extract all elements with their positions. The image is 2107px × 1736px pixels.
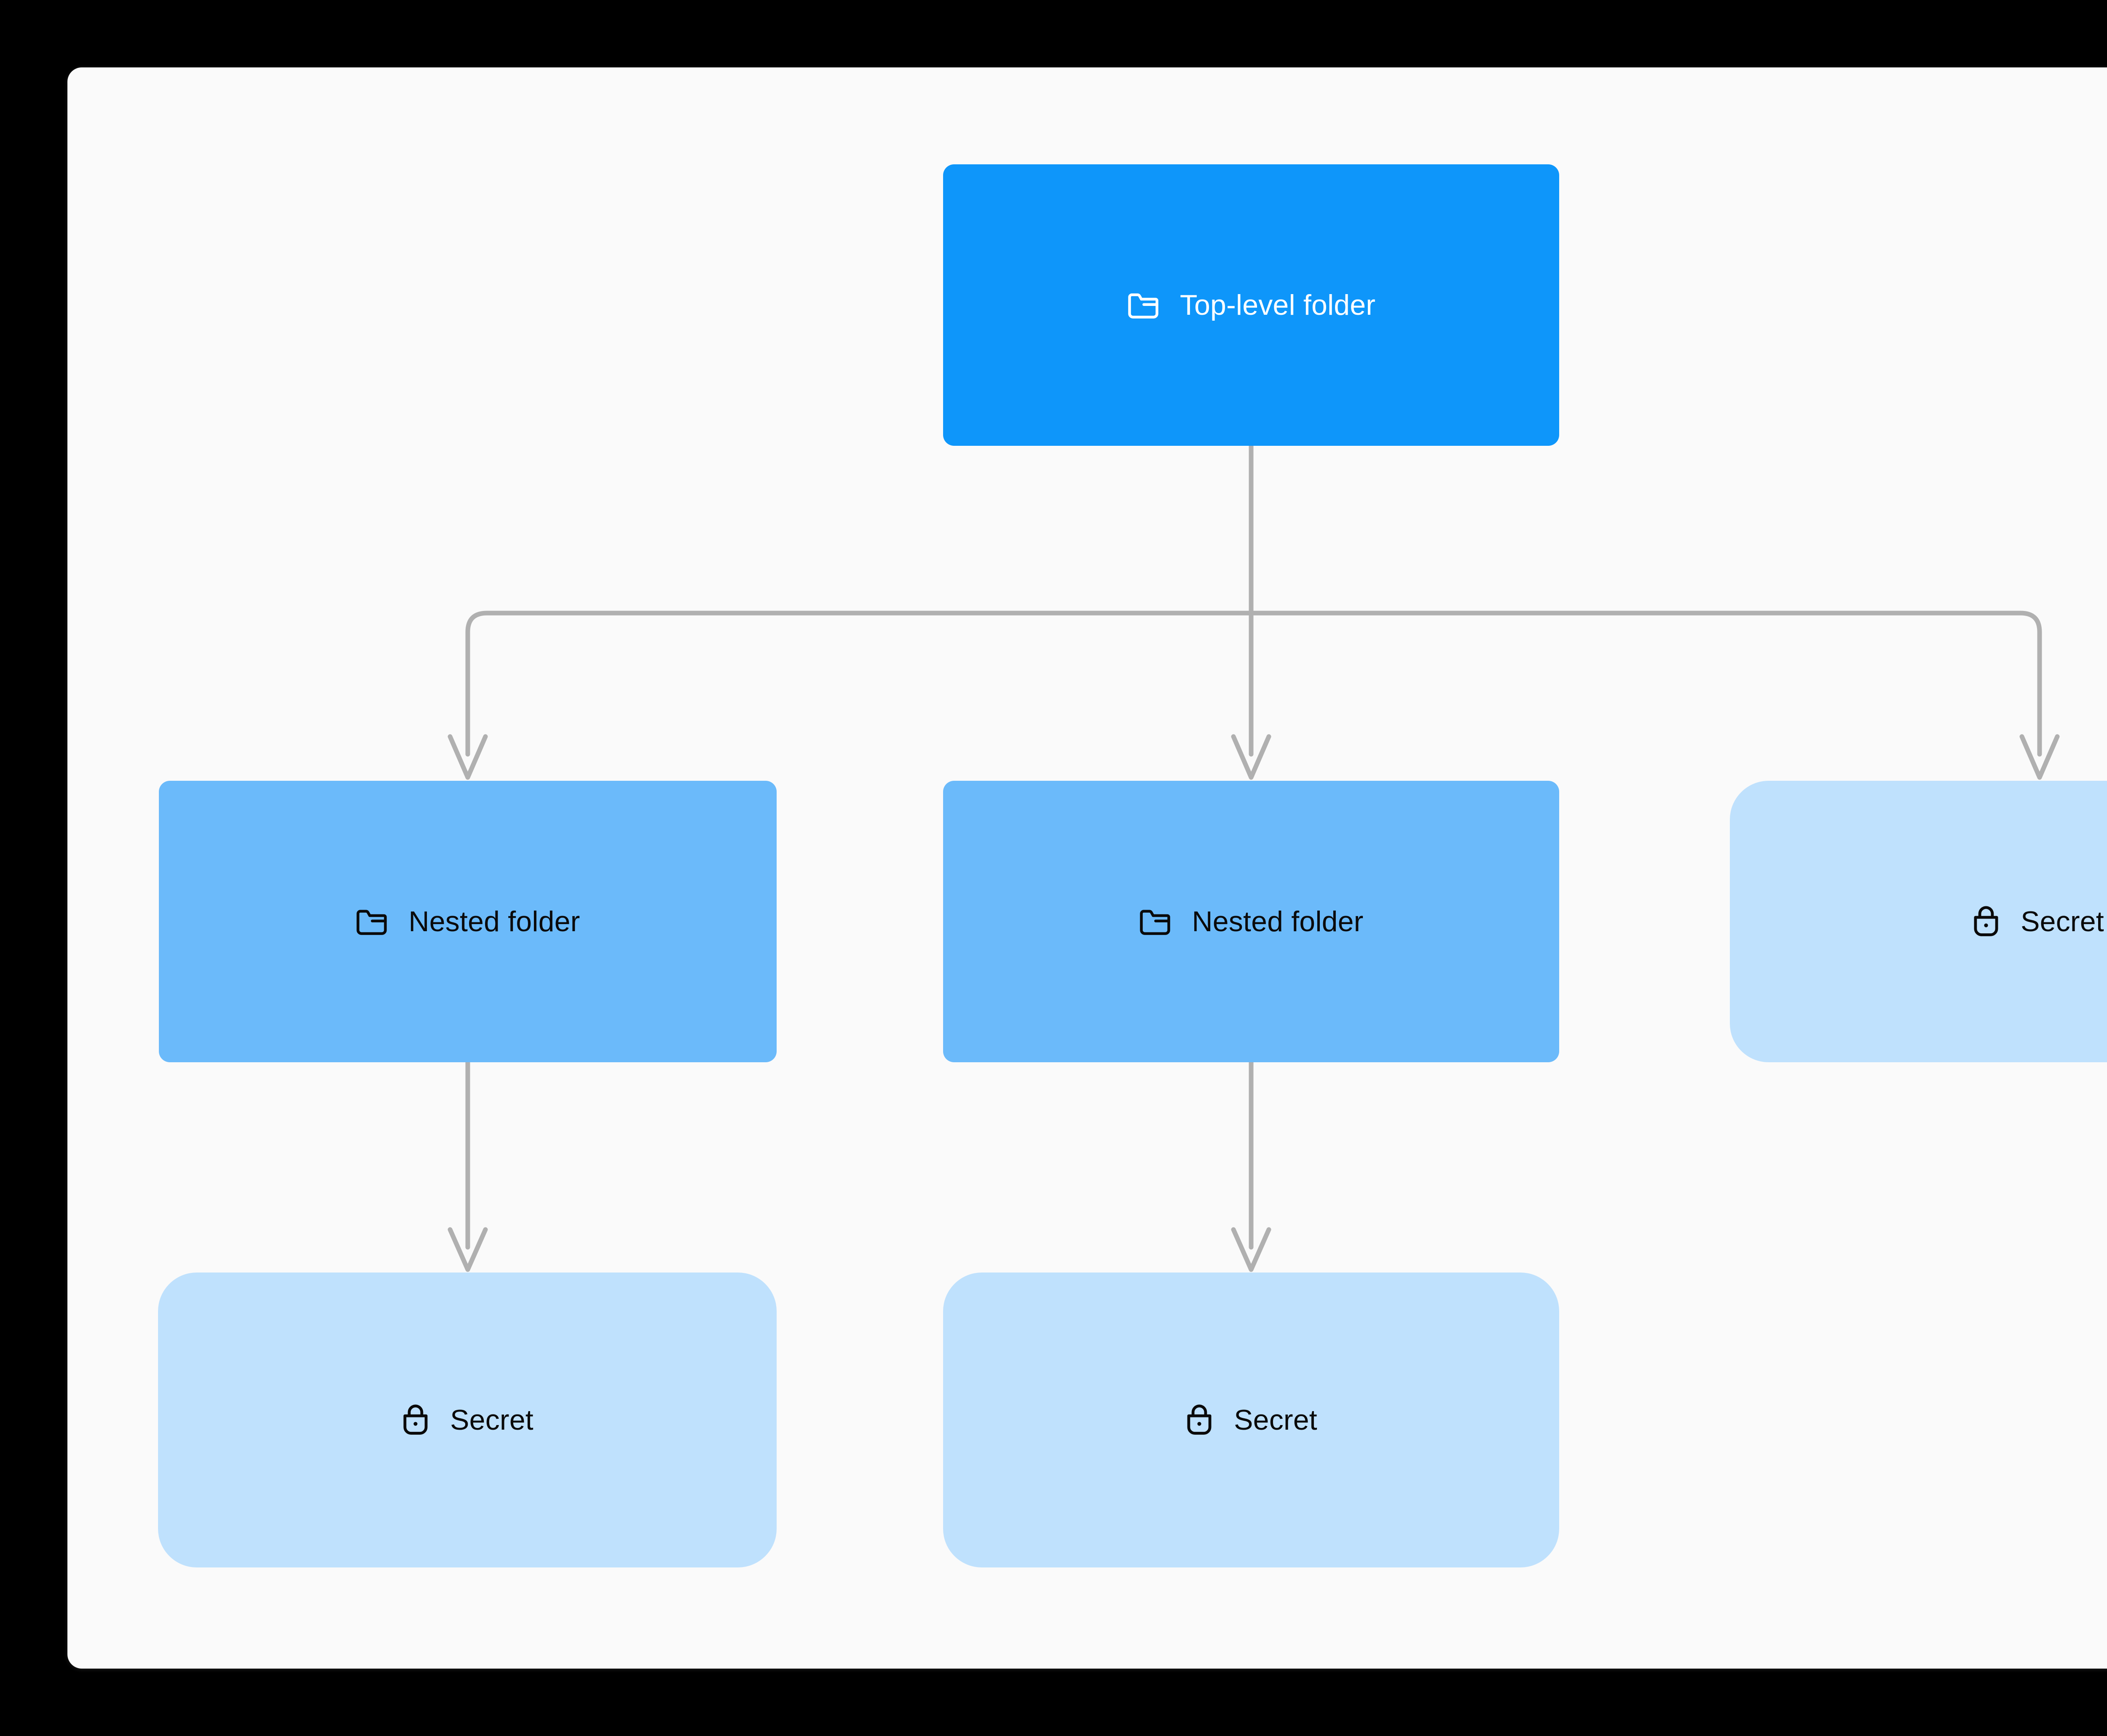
node-secret-bottom-left[interactable]: Secret [158,1273,777,1567]
lock-icon [1185,1404,1214,1436]
node-content: Secret [1972,905,2104,938]
node-label: Top-level folder [1179,289,1376,321]
node-content: Nested folder [1139,905,1363,938]
node-secret-right[interactable]: Secret [1730,781,2107,1062]
node-label: Nested folder [408,906,580,938]
folder-icon [1127,289,1160,321]
node-label: Secret [1234,1404,1317,1436]
node-nested-folder-left[interactable]: Nested folder [159,781,777,1062]
node-nested-folder-center[interactable]: Nested folder [943,781,1559,1062]
node-content: Top-level folder [1127,289,1375,321]
folder-icon [1139,906,1171,937]
lock-icon [401,1404,430,1436]
node-label: Nested folder [1192,906,1364,938]
node-content: Secret [1185,1404,1317,1436]
node-label: Secret [450,1404,533,1436]
lock-icon [1972,905,2000,938]
node-top-level-folder[interactable]: Top-level folder [943,164,1559,446]
node-content: Secret [401,1404,533,1436]
node-label: Secret [2021,906,2104,938]
node-content: Nested folder [355,905,580,938]
node-secret-bottom-center[interactable]: Secret [943,1273,1559,1567]
folder-icon [355,906,388,937]
